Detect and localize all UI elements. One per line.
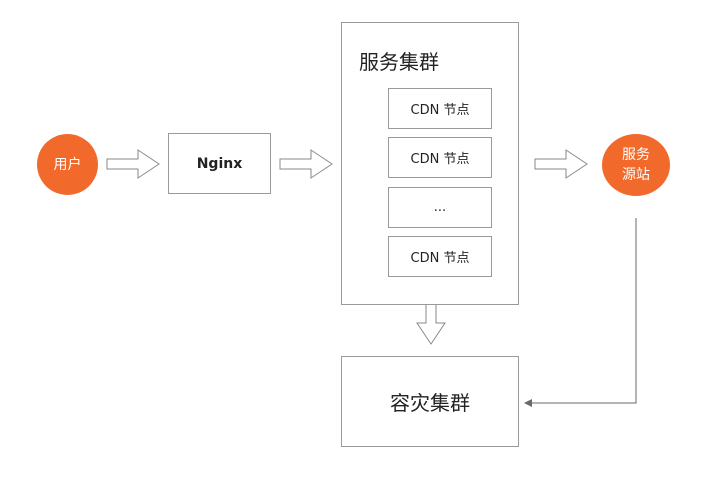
origin-label-line1: 服务 [622, 147, 650, 163]
user-label: 用户 [53, 156, 82, 173]
cdn-node-label: CDN 节点 [410, 103, 470, 118]
nginx-box: Nginx [168, 133, 271, 194]
ellipsis-label: ... [433, 200, 447, 215]
cdn-node: CDN 节点 [388, 236, 492, 277]
nginx-label: Nginx [196, 155, 243, 172]
service-cluster: 服务集群 CDN 节点 CDN 节点 ... CDN 节点 [341, 22, 519, 305]
arrowhead-origin-to-backup [524, 399, 532, 407]
cdn-node-label: CDN 节点 [410, 251, 470, 266]
backup-cluster-box: 容灾集群 [341, 356, 519, 447]
cdn-node-label: CDN 节点 [410, 152, 470, 167]
origin-label-line2: 源站 [622, 167, 650, 183]
arrow-cluster-to-origin [534, 149, 588, 179]
origin-server-node: 服务 源站 [602, 134, 670, 196]
arrow-user-to-nginx [106, 149, 160, 179]
arrow-nginx-to-cluster [279, 149, 333, 179]
cdn-node: CDN 节点 [388, 137, 492, 178]
cdn-node: CDN 节点 [388, 88, 492, 129]
user-node: 用户 [37, 134, 98, 195]
cdn-node-ellipsis: ... [388, 187, 492, 228]
backup-cluster-label: 容灾集群 [390, 391, 470, 415]
cluster-title: 服务集群 [359, 50, 439, 74]
line-origin-to-backup [532, 218, 637, 404]
